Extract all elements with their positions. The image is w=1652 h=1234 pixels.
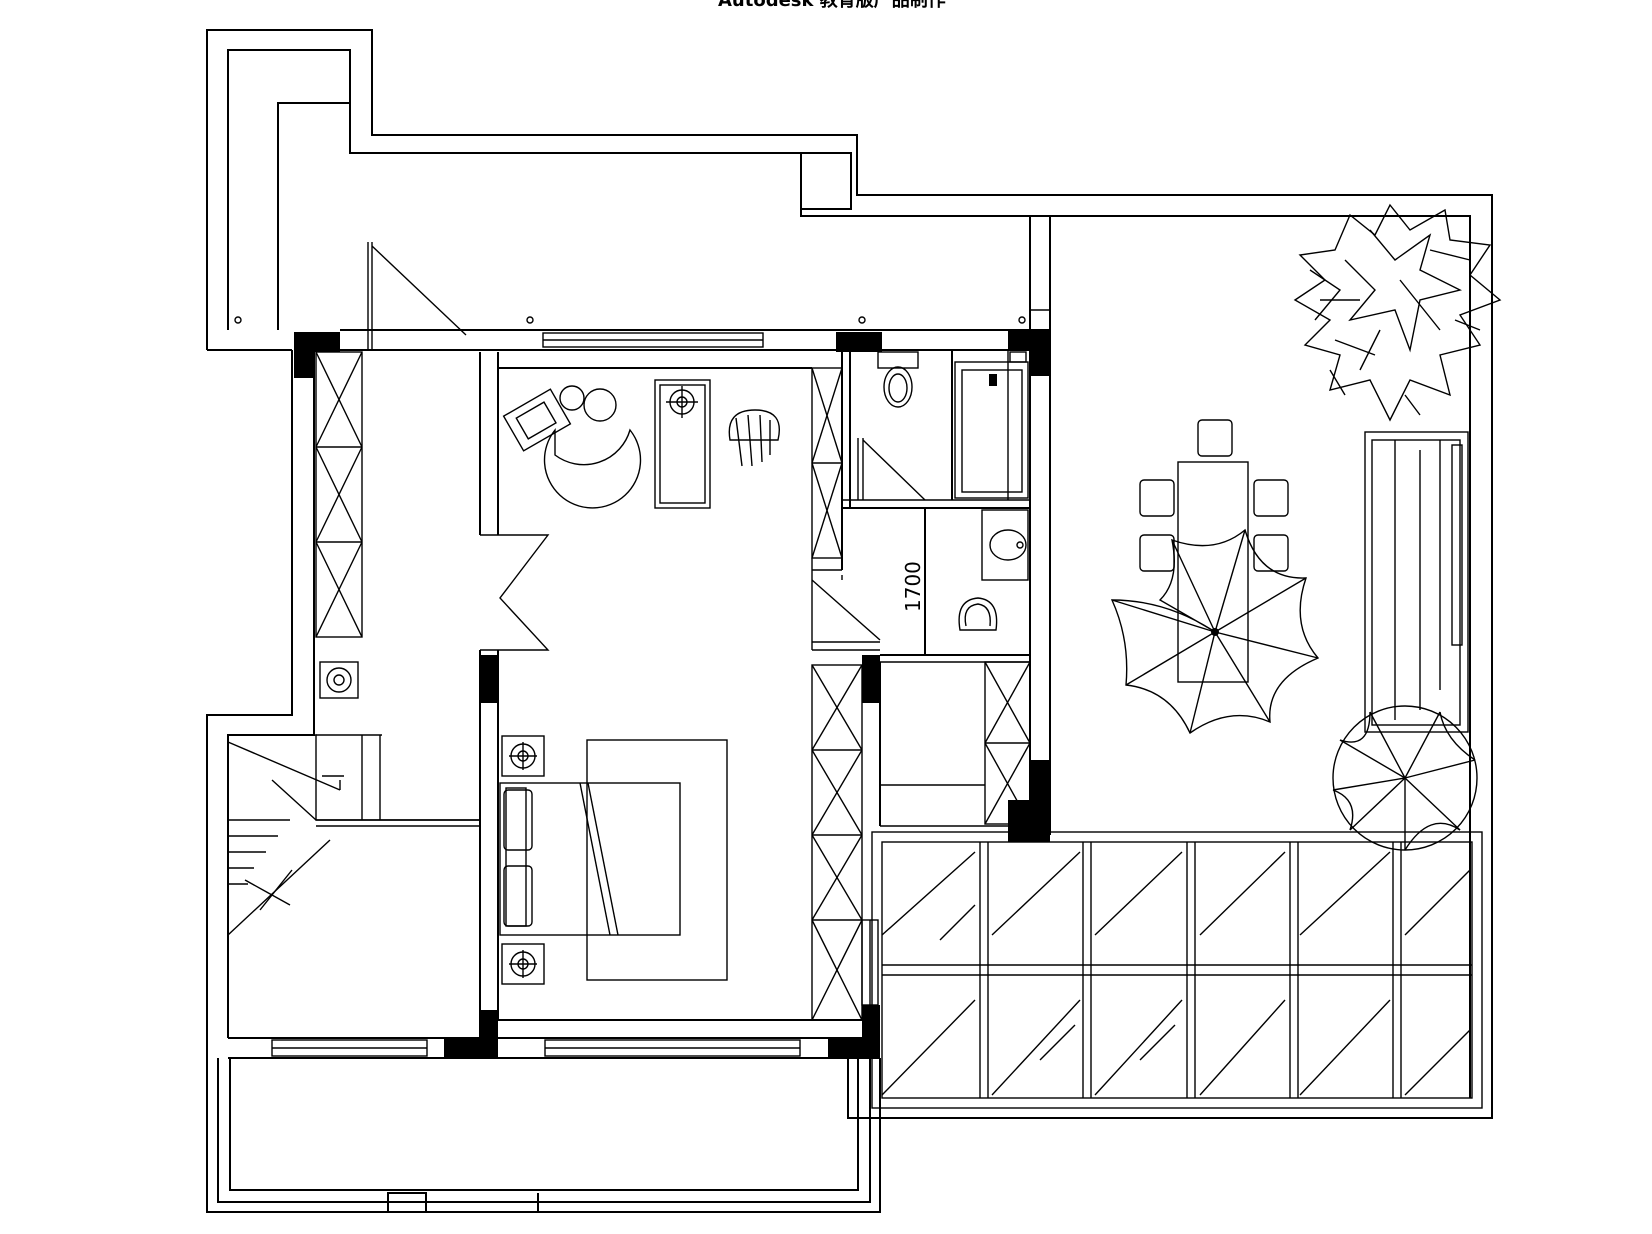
exterior-walls xyxy=(206,29,1493,1213)
desk xyxy=(654,379,711,509)
stair-door xyxy=(367,242,467,350)
desk-chair xyxy=(728,409,780,467)
bathtub xyxy=(954,351,1029,499)
dining-table xyxy=(1177,461,1249,683)
tree-round xyxy=(1332,705,1478,851)
nightstand-bottom xyxy=(501,943,545,985)
corridor-walls xyxy=(479,352,862,1038)
corridor-wardrobe xyxy=(315,351,363,638)
bedroom-wardrobe xyxy=(811,367,843,559)
staircase xyxy=(227,734,480,936)
patio-umbrella xyxy=(1110,528,1320,735)
planter-bench xyxy=(1364,431,1469,733)
bedroom-door xyxy=(480,534,550,651)
toilet xyxy=(877,351,919,408)
bathroom-cabinet xyxy=(984,661,1031,825)
dining-chairs xyxy=(1139,419,1289,572)
washbasin xyxy=(981,509,1029,581)
bedroom-window-right xyxy=(861,919,879,1006)
nightstand-top xyxy=(501,735,545,777)
tree-canopy xyxy=(1293,203,1502,422)
bathroom-toilet-2 xyxy=(958,597,998,631)
bathroom-walls xyxy=(811,350,1030,827)
bathroom-door-lower xyxy=(811,575,881,641)
structural-columns xyxy=(294,330,1050,1058)
wall-markers xyxy=(234,316,1026,324)
glass-pergola xyxy=(871,831,1483,1109)
double-bed xyxy=(499,739,728,981)
bathroom-door xyxy=(857,438,926,501)
bedroom-long-wardrobe xyxy=(811,664,863,1021)
dimension-label: 1700 xyxy=(901,561,925,612)
washing-machine xyxy=(319,661,359,699)
study-lounge-chair xyxy=(502,385,642,509)
header-watermark: Autodesk 教育版产品制作 xyxy=(718,0,946,11)
